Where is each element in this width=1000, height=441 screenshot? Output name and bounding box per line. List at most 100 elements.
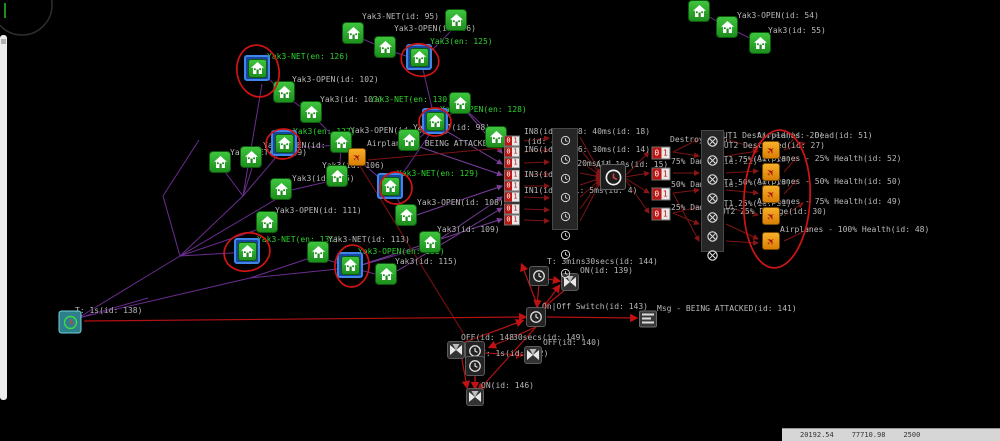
unit-house-icon[interactable] xyxy=(300,101,322,123)
unit-house-icon[interactable] xyxy=(307,241,329,263)
damaged-airplane-icon[interactable]: ✈ xyxy=(762,232,780,250)
timer-icon[interactable] xyxy=(465,356,485,376)
node-label: IN6(id: xyxy=(524,145,558,154)
timer-stack[interactable] xyxy=(552,128,578,279)
flag-valve-icon[interactable] xyxy=(524,346,542,364)
timer-icon-selected[interactable] xyxy=(58,310,82,334)
node-label: Yak3-NET(en: 130) xyxy=(370,95,452,104)
unit-house-icon-selected[interactable] xyxy=(244,55,270,81)
unit-house-icon[interactable] xyxy=(326,165,348,187)
flag-valve-icon[interactable] xyxy=(561,273,579,291)
flag-valve-icon[interactable] xyxy=(447,341,465,359)
unit-house-icon[interactable] xyxy=(749,32,771,54)
house-icon xyxy=(247,58,267,78)
message-icon[interactable] xyxy=(639,310,657,328)
unit-house-icon[interactable] xyxy=(445,9,467,31)
timer-icon[interactable] xyxy=(529,266,549,286)
timer-icon[interactable] xyxy=(526,307,546,327)
house-icon xyxy=(380,176,400,196)
timer-stack-glyph xyxy=(560,169,571,188)
status-coord-x: 20192.54 xyxy=(800,431,834,439)
damaged-airplane-icon[interactable]: ✈ xyxy=(348,148,366,166)
unit-house-icon[interactable] xyxy=(419,231,441,253)
unit-house-icon[interactable] xyxy=(398,129,420,151)
unit-house-icon[interactable] xyxy=(273,81,295,103)
unit-house-icon-selected[interactable] xyxy=(337,252,363,278)
house-icon xyxy=(425,111,445,131)
unit-house-icon[interactable] xyxy=(270,178,292,200)
status-bar: 20192.54 77710.98 2500 xyxy=(782,428,1000,441)
house-icon xyxy=(237,241,257,261)
no-entry-stack-glyph xyxy=(706,152,719,171)
left-panel-edge[interactable] xyxy=(0,35,7,400)
node-label: Yak3-NET(en: 126) xyxy=(267,52,349,61)
node-label: Yak3(id: 103) xyxy=(320,95,383,104)
house-icon xyxy=(409,47,429,67)
no-entry-stack-glyph xyxy=(706,247,719,266)
timer-stack-glyph xyxy=(560,131,571,150)
timer-stack-glyph xyxy=(560,150,571,169)
no-entry-stack-glyph xyxy=(706,228,719,247)
node-label: Yak3-NET(id: 95) xyxy=(362,12,440,21)
unit-house-icon[interactable] xyxy=(716,16,738,38)
damaged-airplane-icon[interactable]: ✈ xyxy=(762,141,780,159)
unit-house-icon-selected[interactable] xyxy=(271,130,297,156)
timer-stack-glyph xyxy=(560,207,571,226)
no-entry-stack-glyph xyxy=(706,171,719,190)
flag-valve-icon[interactable] xyxy=(466,388,484,406)
unit-house-icon-selected[interactable] xyxy=(377,173,403,199)
node-label: Yak3-OPEN(id: 54) xyxy=(737,11,819,20)
timer-stack-glyph xyxy=(560,264,571,283)
unit-house-icon-selected[interactable] xyxy=(422,108,448,134)
node-label: Msg - BEING ATTACKED(id: 141) xyxy=(657,304,797,313)
timer-stack-glyph xyxy=(560,226,571,245)
damaged-airplane-icon[interactable]: ✈ xyxy=(762,185,780,203)
node-label: Yak3-OPEN(id: 102) xyxy=(292,75,379,84)
no-entry-stack-glyph xyxy=(706,190,719,209)
node-label: Yak3-NET(en: 131) xyxy=(257,235,339,244)
node-label: 30secs(id: 149) xyxy=(513,333,586,342)
damaged-airplane-icon[interactable]: ✈ xyxy=(762,163,780,181)
unit-house-icon[interactable] xyxy=(240,146,262,168)
node-label: IN1(id: xyxy=(524,186,558,195)
damaged-airplane-icon[interactable]: ✈ xyxy=(762,207,780,225)
unit-house-icon[interactable] xyxy=(449,92,471,114)
unit-house-icon[interactable] xyxy=(375,263,397,285)
no-entry-stack-glyph xyxy=(706,133,719,152)
unit-house-icon-selected[interactable] xyxy=(234,238,260,264)
unit-house-icon[interactable] xyxy=(209,151,231,173)
timer-stack-glyph xyxy=(560,188,571,207)
status-coord-y: 77710.98 xyxy=(851,431,886,439)
status-grid: 2500 xyxy=(903,431,921,439)
timer-stack-glyph xyxy=(560,245,571,264)
house-icon xyxy=(340,255,360,275)
unit-house-icon[interactable] xyxy=(342,22,364,44)
timer-hub-icon[interactable] xyxy=(600,164,626,190)
unit-house-icon[interactable] xyxy=(256,211,278,233)
node-label: ON(id: 139) xyxy=(580,266,633,275)
left-panel-knob[interactable] xyxy=(1,39,6,44)
node-label: Yak3-OPEN(id: 111) xyxy=(275,206,362,215)
unit-house-icon[interactable] xyxy=(688,0,710,22)
no-entry-stack[interactable] xyxy=(700,130,724,261)
unit-house-icon-selected[interactable] xyxy=(406,44,432,70)
node-label: OFF(id: 140) xyxy=(543,338,601,347)
unit-house-icon[interactable] xyxy=(395,204,417,226)
node-label: Yak3(id: 55) xyxy=(768,26,826,35)
node-label: T8: 40ms(id: 18) xyxy=(573,127,651,136)
unit-house-icon[interactable] xyxy=(374,36,396,58)
